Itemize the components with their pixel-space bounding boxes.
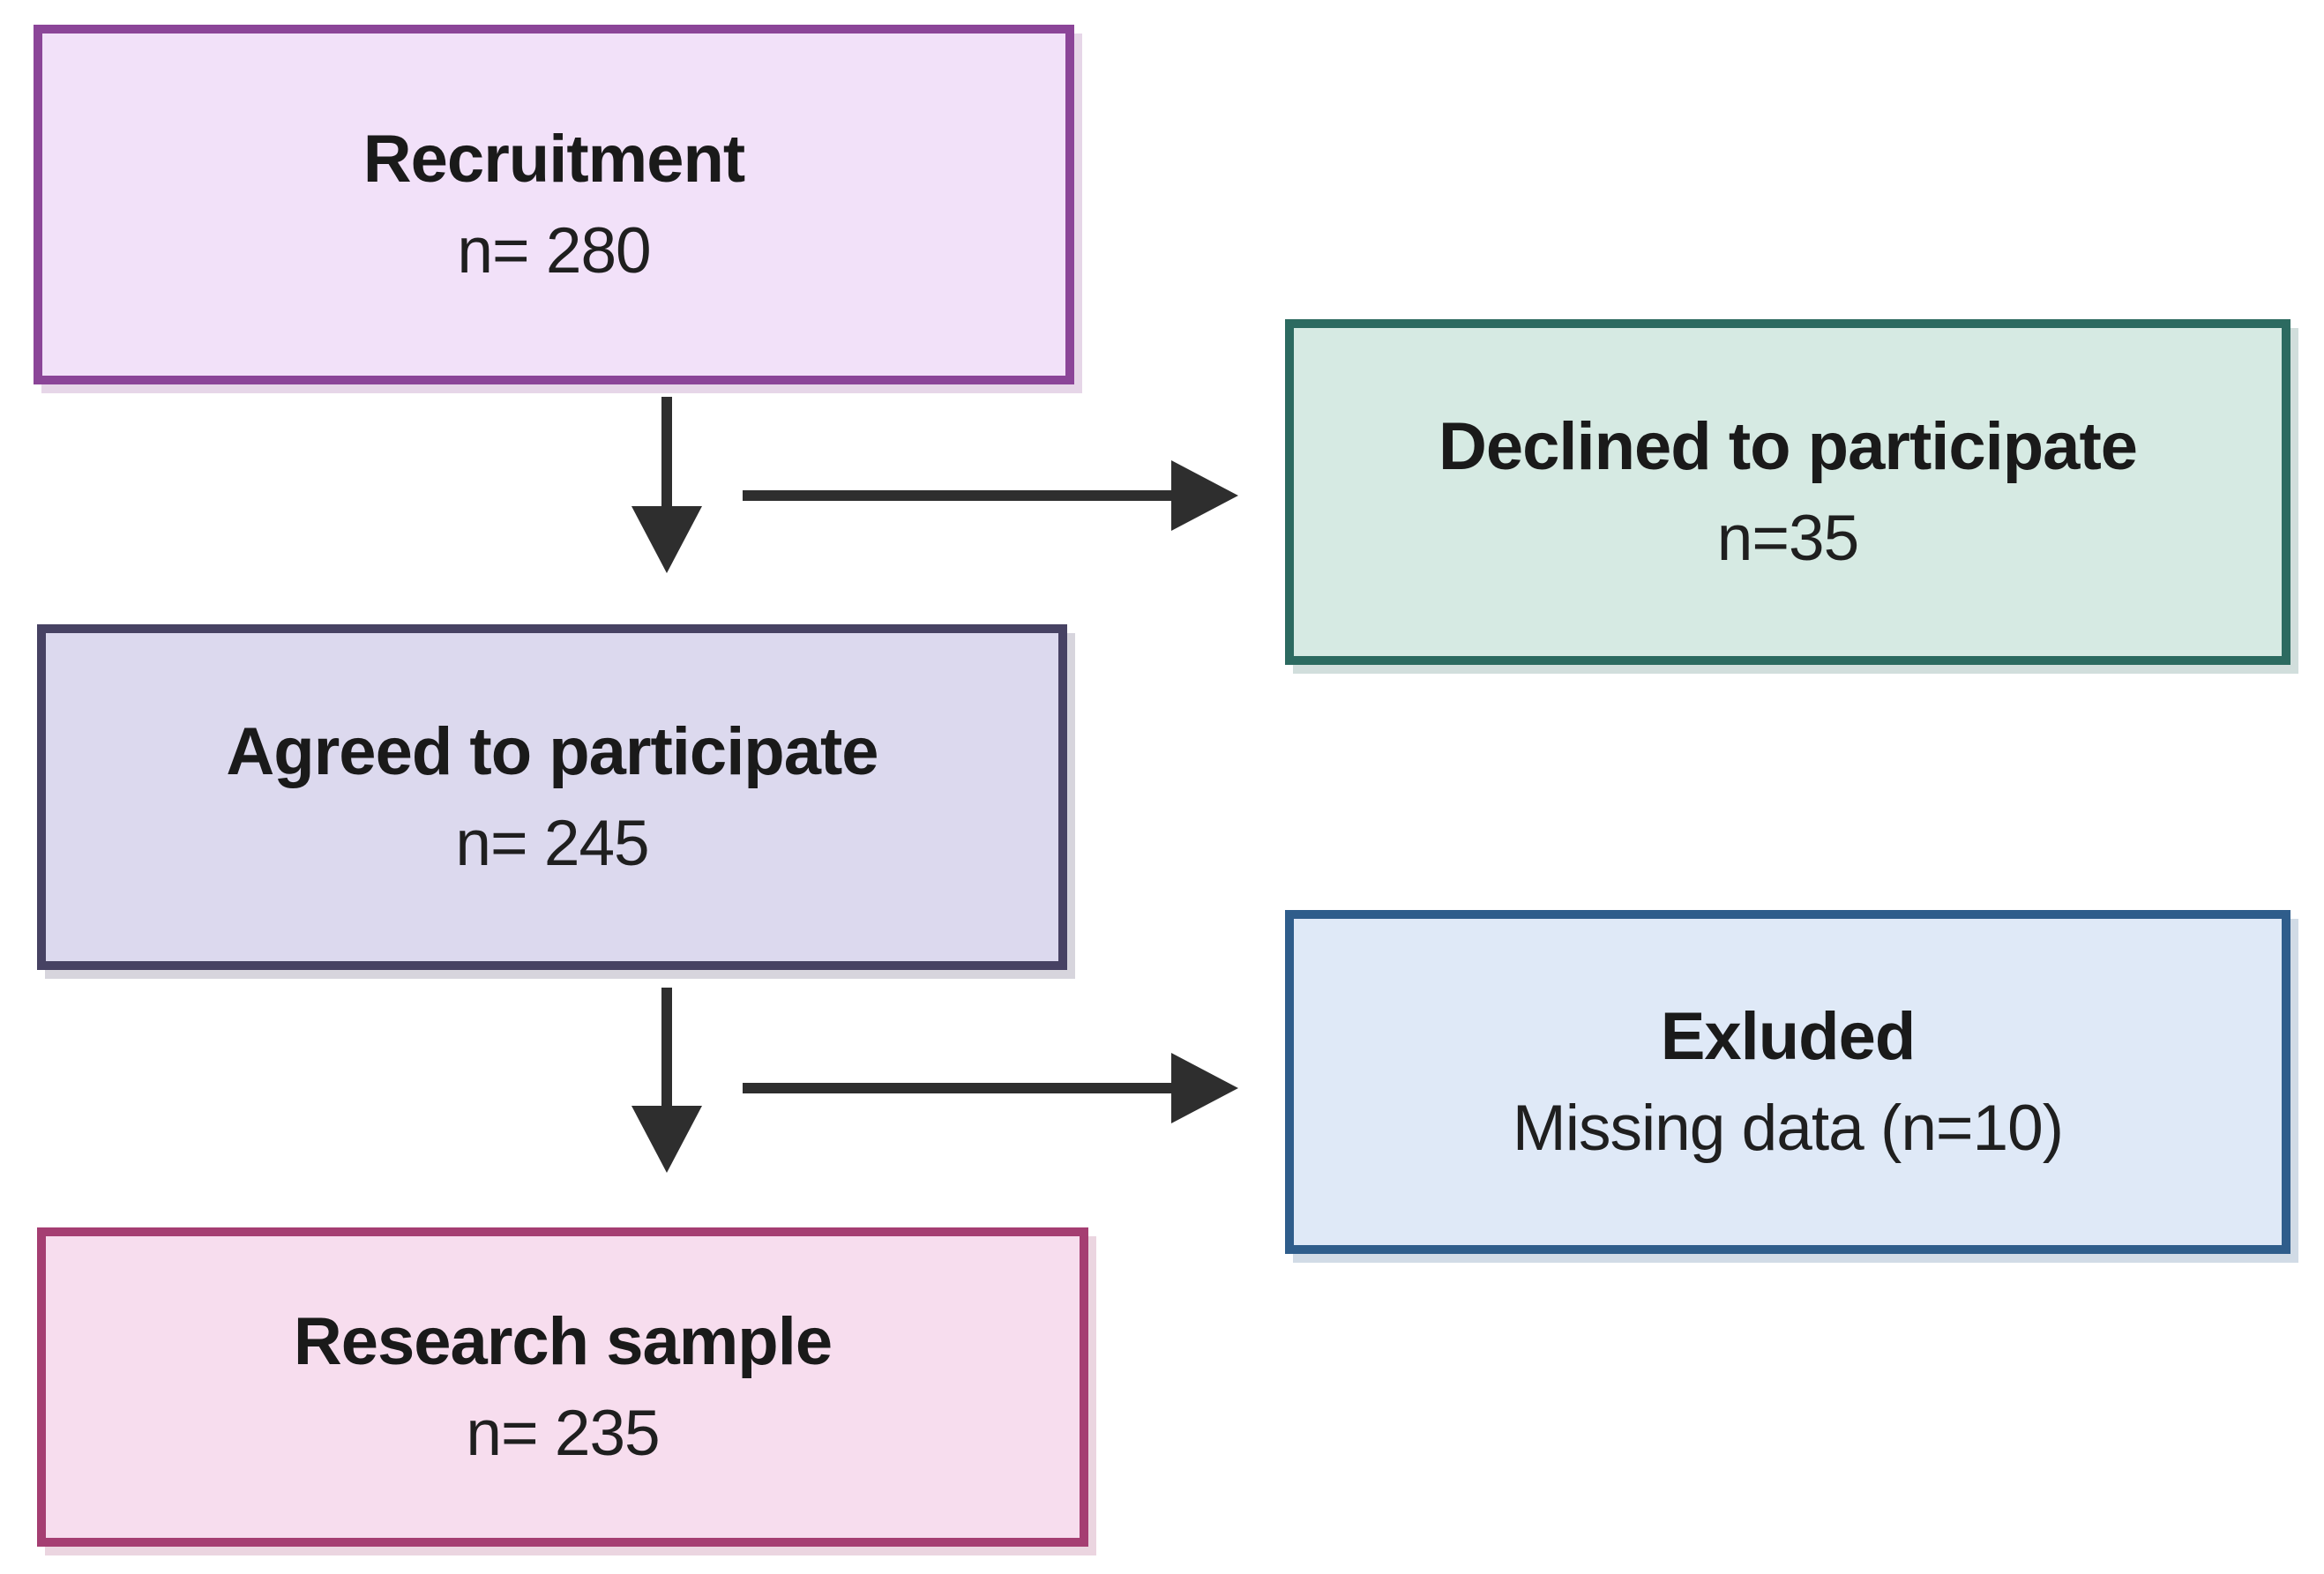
box-agreed-to-participate: Agreed to participate n= 245: [37, 624, 1067, 970]
arrow-recruitment-to-agreed: [631, 397, 702, 573]
box-declined-to-participate: Declined to participate n=35: [1285, 319, 2290, 665]
box-exluded-reason: Missing data (n=10): [1512, 1092, 2064, 1164]
box-exluded-title: Exluded: [1660, 999, 1917, 1075]
box-agreed-title: Agreed to participate: [226, 714, 878, 790]
box-declined-title: Declined to participate: [1438, 409, 2138, 485]
box-research-count: n= 235: [466, 1397, 660, 1469]
box-agreed-count: n= 245: [455, 807, 649, 879]
box-research-title: Research sample: [293, 1304, 833, 1380]
arrow-agreed-to-exluded: [743, 1053, 1238, 1123]
box-exluded: Exluded Missing data (n=10): [1285, 910, 2290, 1254]
box-recruitment-count: n= 280: [457, 214, 651, 287]
box-recruitment-title: Recruitment: [362, 122, 745, 198]
box-research-sample: Research sample n= 235: [37, 1227, 1088, 1547]
arrow-agreed-to-research: [631, 988, 702, 1173]
box-recruitment: Recruitment n= 280: [34, 25, 1074, 384]
box-declined-count: n=35: [1716, 502, 1859, 574]
arrow-recruitment-to-declined: [743, 460, 1238, 531]
